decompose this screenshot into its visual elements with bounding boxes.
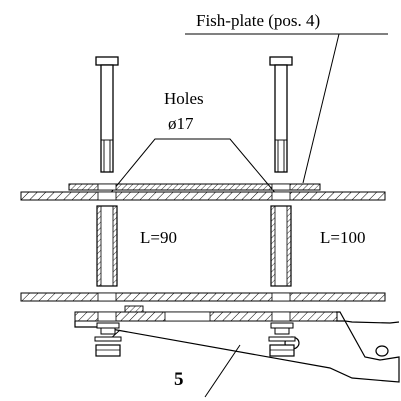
left-spacer-tube [96,205,118,287]
fish-plate-leader [302,33,340,184]
bracket-hole-right [375,345,389,357]
left-length-label: L=90 [140,228,177,247]
bracket-part-5 [74,305,400,383]
right-length-label: L=100 [320,228,365,247]
holes-label: Holes [164,89,204,108]
lower-plate [20,292,386,302]
right-nut-stack [268,322,296,357]
fish-plate [68,183,321,191]
left-bolt [95,56,119,173]
holes-diameter-label: ø17 [168,114,194,133]
position-5-leader [204,344,241,398]
right-bolt [269,56,293,173]
left-nut-stack [94,322,122,357]
holes-leader [108,138,278,196]
fish-plate-label: Fish-plate (pos. 4) [196,11,320,30]
right-spacer-tube [270,205,292,287]
upper-plate [20,191,386,201]
position-5-label: 5 [174,369,184,390]
